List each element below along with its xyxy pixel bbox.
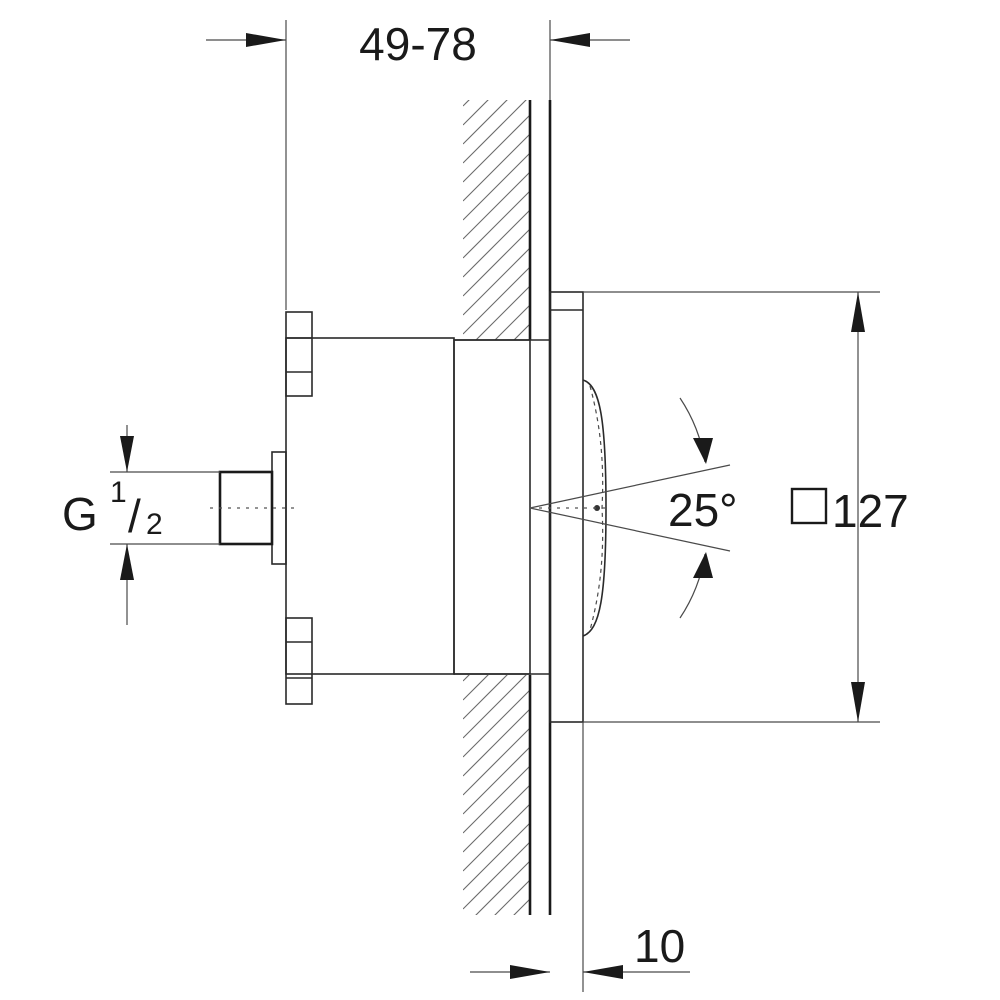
- thread-connector: [210, 451, 300, 565]
- hatch-line: [463, 675, 508, 720]
- hatch-line: [475, 285, 530, 340]
- hatch-line: [494, 304, 530, 340]
- plate-size-label: 127: [832, 485, 909, 537]
- hatch-line: [463, 841, 530, 910]
- wall-hatching-top: [463, 100, 530, 410]
- hatch-line: [463, 152, 530, 221]
- hatch-line: [463, 100, 508, 145]
- hatch-line: [463, 727, 530, 796]
- hatch-line: [463, 114, 530, 183]
- hatch-line: [463, 100, 489, 126]
- arrow-head-icon: [246, 33, 286, 47]
- cover-plate: [549, 291, 584, 723]
- hatch-line: [475, 860, 530, 915]
- depth-top-label: 49-78: [359, 18, 477, 70]
- spray-angle-label: 25°: [668, 484, 738, 536]
- hatch-line: [494, 879, 530, 915]
- hatch-line: [463, 133, 530, 202]
- arrow-head-icon: [510, 965, 550, 979]
- thread-numerator-label: 1: [110, 476, 127, 509]
- hatch-line: [463, 675, 527, 739]
- housing-body: [285, 311, 550, 705]
- thread-denominator-label: 2: [146, 508, 163, 541]
- thread-slash-label: /: [128, 490, 141, 542]
- hatch-line: [463, 803, 530, 872]
- arrow-head-icon: [693, 552, 713, 578]
- hatch-line: [463, 708, 530, 777]
- arrow-head-icon: [851, 682, 865, 722]
- arrow-head-icon: [550, 33, 590, 47]
- arrow-head-icon: [120, 436, 134, 472]
- hatch-line: [463, 675, 489, 701]
- hatch-line: [463, 190, 530, 259]
- hatch-line: [463, 595, 530, 662]
- square-size-icon: [790, 487, 828, 525]
- hatch-line: [463, 746, 530, 815]
- hatch-line: [463, 675, 470, 682]
- hatch-line: [463, 171, 530, 240]
- hatch-line: [463, 343, 530, 410]
- hatch-line: [463, 228, 530, 297]
- hatch-line: [463, 784, 530, 853]
- hatch-line: [463, 100, 527, 164]
- depth-bottom-label: 10: [634, 920, 685, 972]
- hatch-line: [513, 323, 530, 340]
- wall-hatching-bottom: [463, 595, 530, 915]
- hatch-line: [463, 266, 530, 335]
- dimension-depth-top: [206, 20, 630, 310]
- hatch-line: [463, 765, 530, 834]
- dimension-plate-size: [583, 291, 880, 723]
- hatch-line: [463, 822, 530, 891]
- arrow-head-icon: [851, 292, 865, 332]
- arrow-head-icon: [120, 544, 134, 580]
- dimension-thread: [110, 425, 220, 625]
- spray-angle-indicator: [529, 397, 731, 619]
- hatch-line: [513, 898, 530, 915]
- arrow-head-icon: [583, 965, 623, 979]
- hatch-line: [463, 689, 530, 758]
- dimension-depth-bottom: [470, 722, 690, 992]
- hatch-line: [463, 209, 530, 278]
- arrow-head-icon: [693, 438, 713, 464]
- thread-prefix-label: G: [62, 488, 98, 540]
- hatch-line: [463, 247, 530, 316]
